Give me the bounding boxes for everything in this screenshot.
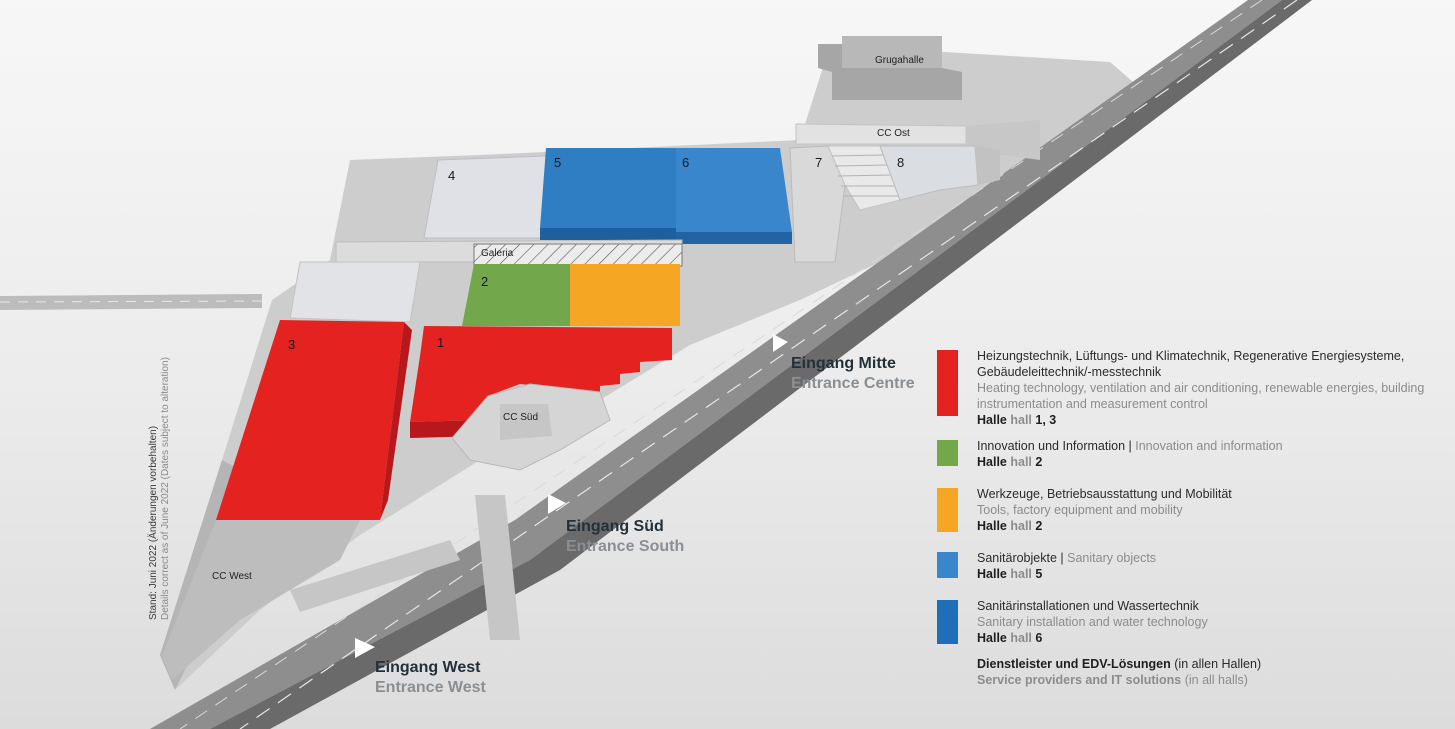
road-west-bridge xyxy=(290,540,460,612)
legend-swatch-blue-light xyxy=(937,552,958,578)
hall-6-building xyxy=(676,148,792,232)
legend: Heizungstechnik, Lüftungs- und Klimatech… xyxy=(937,348,1437,688)
cc-ost-label: CC Ost xyxy=(877,128,910,139)
entrance-west-de: Eingang West xyxy=(375,659,481,676)
legend-heating-halle: Halle xyxy=(977,413,1007,427)
road-south-bridge xyxy=(475,495,520,640)
hall-3-annex xyxy=(289,261,421,323)
hall-5-label: 5 xyxy=(554,155,561,170)
hall-8-building xyxy=(879,145,979,201)
entrance-mitte-de: Eingang Mitte xyxy=(791,355,896,372)
hall-4-label: 4 xyxy=(448,168,455,183)
entrance-sued-en: Entrance South xyxy=(566,538,685,555)
entrance-west-arrow xyxy=(355,638,375,658)
hall-5-building xyxy=(540,148,676,228)
hall-1-label: 1 xyxy=(437,335,444,350)
legend-sanitary-installation-en: Sanitary installation and water technolo… xyxy=(977,615,1208,629)
railway-band xyxy=(150,0,1282,729)
legend-item-services: Dienstleister und EDV-Lösungen (in allen… xyxy=(937,656,1437,688)
legend-swatch-orange xyxy=(937,488,958,532)
legend-services-de-rest: (in allen Hallen) xyxy=(1174,657,1262,671)
legend-item-heating: Heizungstechnik, Lüftungs- und Klimatech… xyxy=(937,348,1437,432)
entrance-sued-de: Eingang Süd xyxy=(566,518,664,535)
cc-sued-label: CC Süd xyxy=(503,412,538,423)
entrance-mitte-en: Entrance Centre xyxy=(791,375,915,392)
highway xyxy=(210,0,1312,729)
hall-7-building xyxy=(789,145,846,263)
hall-1-building xyxy=(410,326,672,422)
legend-heating-hall: hall xyxy=(1010,413,1032,427)
legend-item-innovation: Innovation und Information | Innovation … xyxy=(937,438,1437,486)
entrance-west-en: Entrance West xyxy=(375,679,486,696)
legend-tools-num: 2 xyxy=(1035,519,1043,533)
legend-innovation-hall: hall xyxy=(1010,455,1032,469)
legend-swatch-blue xyxy=(937,600,958,644)
hall-2-label: 2 xyxy=(481,274,488,289)
date-note-en: Details correct as of June 2022 (Dates s… xyxy=(160,357,171,620)
cc-west-area xyxy=(162,520,360,680)
legend-sanitary-installation-hall: hall xyxy=(1010,631,1032,645)
legend-tools-halle: Halle xyxy=(977,519,1007,533)
legend-innovation-halle: Halle xyxy=(977,455,1007,469)
hall-7-roof xyxy=(827,145,901,211)
legend-tools-hall: hall xyxy=(1010,519,1032,533)
legend-sanitary-installation-halle: Halle xyxy=(977,631,1007,645)
entrance-sued-arrow xyxy=(548,494,566,514)
entrance-sued-label: Eingang Süd Entrance South xyxy=(566,517,684,557)
galeria-hatched-roof xyxy=(473,243,683,267)
legend-services-en-rest: (in all halls) xyxy=(1184,673,1248,687)
hall-3-building xyxy=(216,320,404,520)
hall-7-roof-ribs xyxy=(831,154,898,197)
entrance-west-label: Eingang West Entrance West xyxy=(375,658,486,698)
hall-2-green xyxy=(462,264,570,326)
legend-sanitary-objects-de: Sanitärobjekte | xyxy=(977,551,1064,565)
legend-sanitary-installation-num: 6 xyxy=(1035,631,1043,645)
hall-2-orange xyxy=(570,264,680,326)
legend-tools-de: Werkzeuge, Betriebsausstattung und Mobil… xyxy=(977,487,1232,501)
hall-3-side xyxy=(380,322,412,520)
legend-sanitary-objects-en: Sanitary objects xyxy=(1067,551,1157,565)
legend-swatch-green xyxy=(937,440,958,466)
hall-8-side xyxy=(975,146,1000,185)
hall-7-label: 7 xyxy=(815,155,822,170)
legend-heating-de: Heizungstechnik, Lüftungs- und Klimatech… xyxy=(977,349,1405,379)
hall-6-label: 6 xyxy=(682,155,689,170)
legend-services-en-bold: Service providers and IT solutions xyxy=(977,673,1182,687)
galeria-label: Galeria xyxy=(481,248,514,259)
grugahalle-roof xyxy=(842,36,942,68)
grugahalle-label: Grugahalle xyxy=(875,55,924,66)
date-note-de: Stand: Juni 2022 (Änderungen vorbehalten… xyxy=(148,425,159,620)
legend-swatch-red xyxy=(937,350,958,416)
legend-item-sanitary-installation: Sanitärinstallationen und Wassertechnik … xyxy=(937,598,1437,656)
cc-west-label: CC West xyxy=(212,571,252,582)
cc-sued-roof xyxy=(500,404,552,440)
legend-sanitary-installation-de: Sanitärinstallationen und Wassertechnik xyxy=(977,599,1199,613)
hall-5-front xyxy=(540,228,676,240)
entrance-mitte-label: Eingang Mitte Entrance Centre xyxy=(791,354,915,394)
legend-sanitary-objects-hall: hall xyxy=(1010,567,1032,581)
legend-services-de-bold: Dienstleister und EDV-Lösungen xyxy=(977,657,1171,671)
hall-3-label: 3 xyxy=(288,337,295,352)
legend-tools-en: Tools, factory equipment and mobility xyxy=(977,503,1183,517)
legend-heating-num: 1, 3 xyxy=(1035,413,1057,427)
date-note: Stand: Juni 2022 (Änderungen vorbehalten… xyxy=(148,357,172,620)
hall-4-building xyxy=(423,155,547,239)
legend-heating-en: Heating technology, ventilation and air … xyxy=(977,381,1425,411)
legend-sanitary-objects-num: 5 xyxy=(1035,567,1043,581)
entrance-mitte-arrow xyxy=(773,334,788,352)
hall-8-label: 8 xyxy=(897,155,904,170)
fairground-ground xyxy=(160,45,1140,690)
legend-sanitary-objects-halle: Halle xyxy=(977,567,1007,581)
legend-item-tools: Werkzeuge, Betriebsausstattung und Mobil… xyxy=(937,486,1437,550)
hall-6-front xyxy=(676,232,792,244)
legend-innovation-num: 2 xyxy=(1035,455,1043,469)
legend-innovation-en: Innovation and information xyxy=(1135,439,1283,453)
legend-item-sanitary-objects: Sanitärobjekte | Sanitary objects Halle … xyxy=(937,550,1437,598)
legend-innovation-de: Innovation und Information | xyxy=(977,439,1132,453)
